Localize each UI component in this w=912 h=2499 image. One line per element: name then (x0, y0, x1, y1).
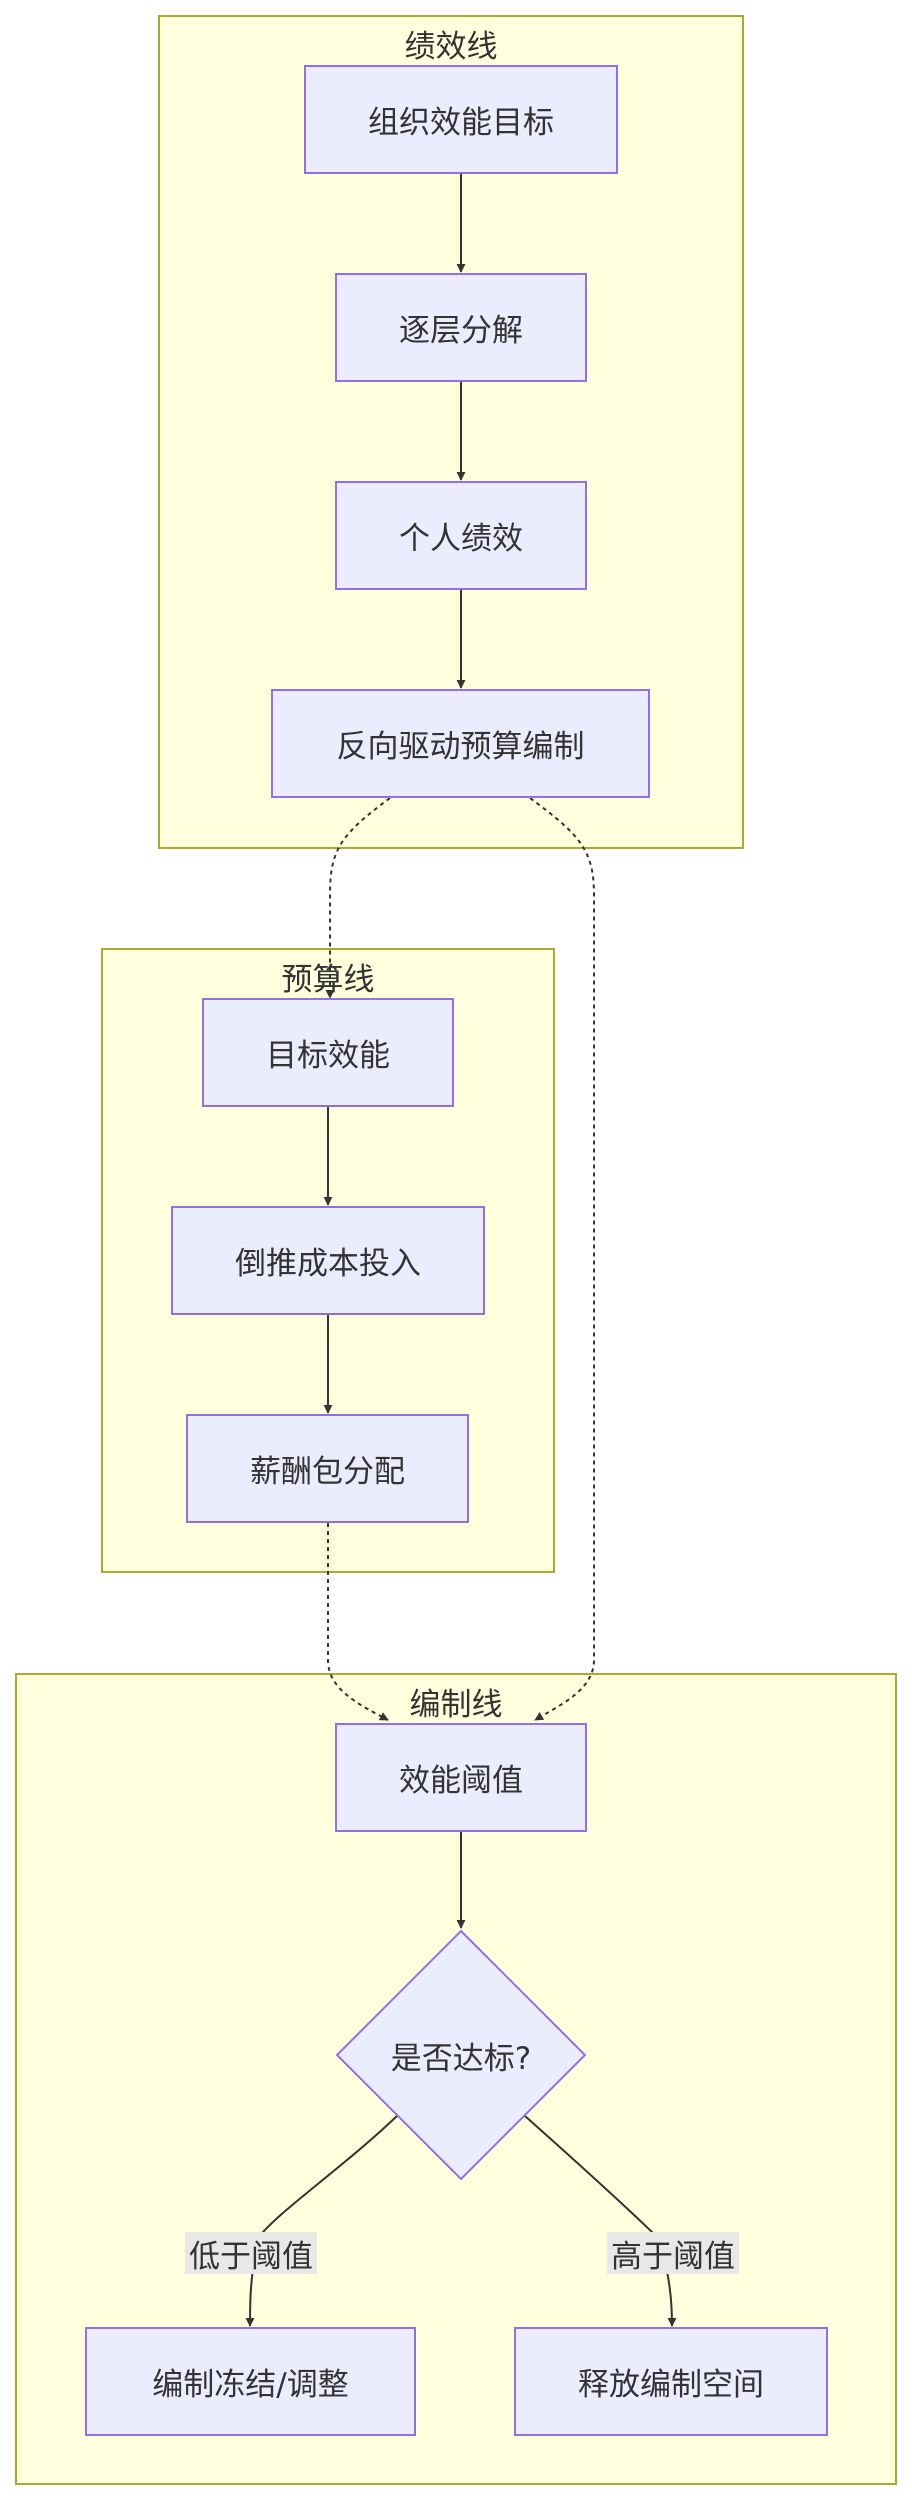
node-staffing-freeze[interactable]: 编制冻结/调整 (85, 2327, 416, 2436)
node-salary-allocation[interactable]: 薪酬包分配 (186, 1414, 469, 1523)
edge-reverse-to-threshold (529, 797, 595, 1721)
decision-diamond-shape (335, 1929, 587, 2181)
node-target-efficiency[interactable]: 目标效能 (202, 998, 454, 1107)
cluster-title: 编制线 (409, 1687, 503, 1723)
node-release-staffing[interactable]: 释放编制空间 (514, 2327, 828, 2436)
node-efficiency-threshold[interactable]: 效能阈值 (335, 1723, 587, 1832)
node-personal-performance[interactable]: 个人绩效 (335, 481, 587, 590)
cluster-title: 绩效线 (404, 29, 498, 65)
edge-decision-to-release (524, 2115, 677, 2327)
edge-decision-to-freeze (245, 2115, 398, 2327)
edge-salary-to-threshold (327, 1523, 389, 1721)
node-decision-label[interactable]: 是否达标? (390, 2040, 532, 2077)
node-reverse-budget[interactable]: 反向驱动预算编制 (271, 689, 650, 798)
node-layered-decomposition[interactable]: 逐层分解 (335, 273, 587, 382)
node-org-efficiency-target[interactable]: 组织效能目标 (304, 65, 618, 174)
node-cost-input[interactable]: 倒推成本投入 (171, 1206, 485, 1315)
edge-label-above-threshold: 高于阈值 (607, 2232, 739, 2275)
edge-label-below-threshold: 低于阈值 (185, 2232, 317, 2275)
edge-reverse-to-target (325, 797, 391, 999)
